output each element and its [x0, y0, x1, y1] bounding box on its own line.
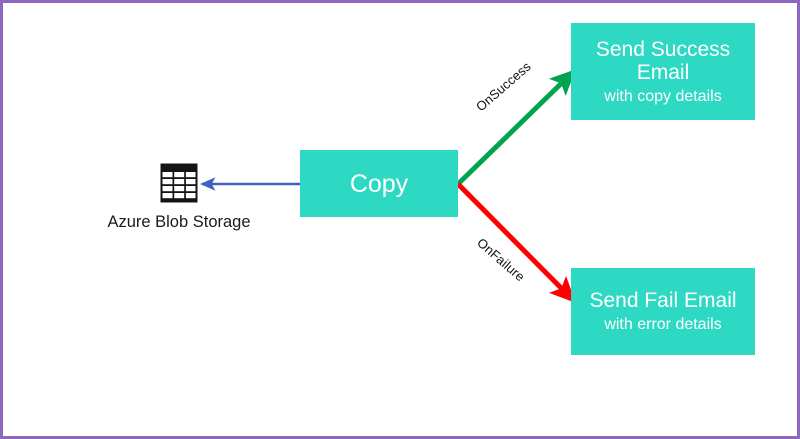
send-success-email-subtitle: with copy details [604, 87, 722, 105]
azure-blob-storage-label: Azure Blob Storage [107, 213, 251, 231]
diagram-connectors [199, 69, 576, 303]
table-icon [160, 163, 198, 203]
send-success-email-node[interactable]: Send Success Email with copy details [571, 23, 755, 120]
connector-on-success [456, 69, 576, 186]
connector-on-failure [456, 182, 576, 303]
azure-blob-storage-node[interactable]: Azure Blob Storage [95, 163, 263, 232]
copy-activity-title: Copy [349, 169, 409, 198]
send-fail-email-subtitle: with error details [604, 315, 722, 333]
copy-activity-node[interactable]: Copy [300, 150, 458, 217]
send-fail-email-node[interactable]: Send Fail Email with error details [571, 268, 755, 355]
send-success-email-title: Send Success Email [595, 37, 731, 85]
send-fail-email-title: Send Fail Email [589, 289, 737, 313]
